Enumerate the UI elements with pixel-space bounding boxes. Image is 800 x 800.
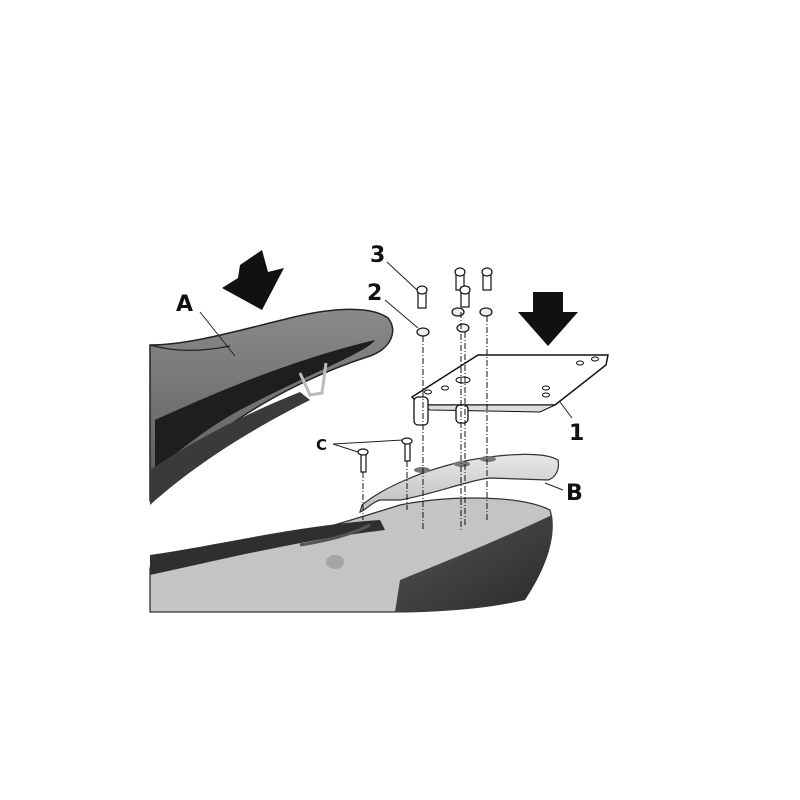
down-arrow-icon-left <box>222 250 284 310</box>
label-c: C <box>316 436 327 454</box>
label-1: 1 <box>569 421 584 446</box>
mounting-plate-part-1 <box>410 354 609 426</box>
rail-part-b <box>359 453 560 513</box>
label-2: 2 <box>367 281 382 306</box>
alignment-lines <box>362 312 488 530</box>
bolts-part-3 <box>416 267 493 309</box>
seat-hook <box>298 362 328 397</box>
screws-part-c <box>357 437 413 473</box>
leader-lines <box>199 261 573 491</box>
rear-body <box>149 497 553 613</box>
label-b: B <box>566 481 583 506</box>
seat-part-a <box>149 308 394 505</box>
label-a: A <box>176 292 193 317</box>
down-arrow-icon-right <box>518 292 578 346</box>
label-3: 3 <box>370 243 385 268</box>
washers-part-2 <box>416 307 493 337</box>
